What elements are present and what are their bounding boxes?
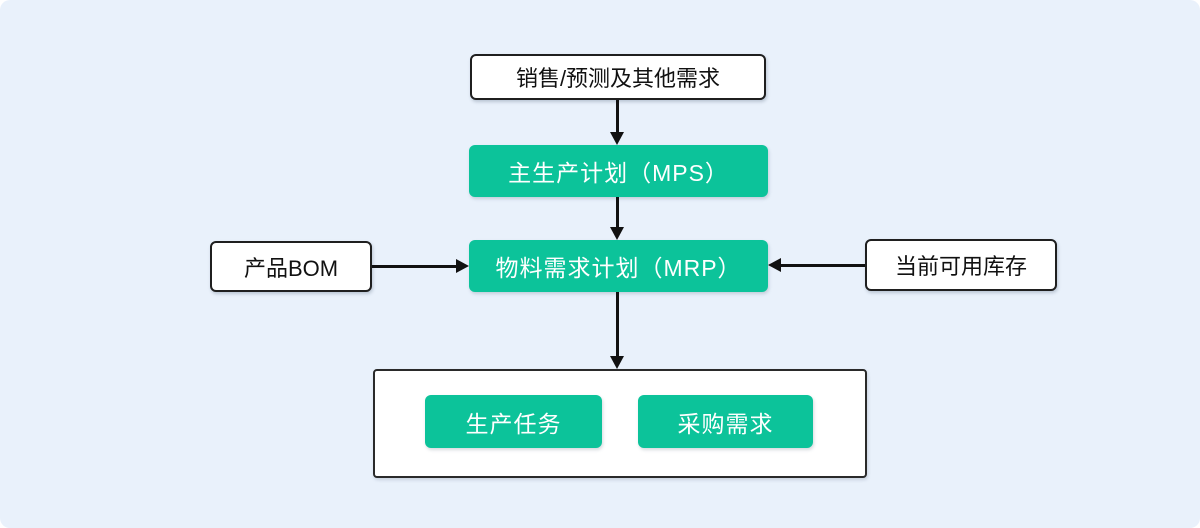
node-sales-forecast: 销售/预测及其他需求 xyxy=(470,54,766,100)
node-purchase-demand-label: 采购需求 xyxy=(677,410,774,437)
node-mrp: 物料需求计划（MRP） xyxy=(469,240,768,292)
arrow-line xyxy=(781,264,865,267)
arrow-head-left-icon xyxy=(768,258,781,272)
arrow-line xyxy=(372,265,456,268)
node-mps: 主生产计划（MPS） xyxy=(469,145,768,197)
arrow-head-right-icon xyxy=(456,259,469,273)
node-bom: 产品BOM xyxy=(210,241,372,292)
arrow-line xyxy=(616,197,619,228)
node-production-task-label: 生产任务 xyxy=(465,410,562,437)
arrow-head-down-icon xyxy=(610,356,624,369)
arrow-line xyxy=(616,292,619,356)
arrow-head-down-icon xyxy=(610,132,624,145)
node-inventory: 当前可用库存 xyxy=(865,239,1057,291)
node-sales-forecast-label: 销售/预测及其他需求 xyxy=(515,66,721,91)
node-inventory-label: 当前可用库存 xyxy=(894,254,1027,279)
arrow-head-down-icon xyxy=(610,227,624,240)
node-production-task: 生产任务 xyxy=(425,395,602,448)
node-purchase-demand: 采购需求 xyxy=(638,395,813,448)
node-mrp-label: 物料需求计划（MRP） xyxy=(495,255,742,281)
node-bom-label: 产品BOM xyxy=(243,255,339,281)
node-mps-label: 主生产计划（MPS） xyxy=(508,160,729,186)
arrow-line xyxy=(616,100,619,133)
